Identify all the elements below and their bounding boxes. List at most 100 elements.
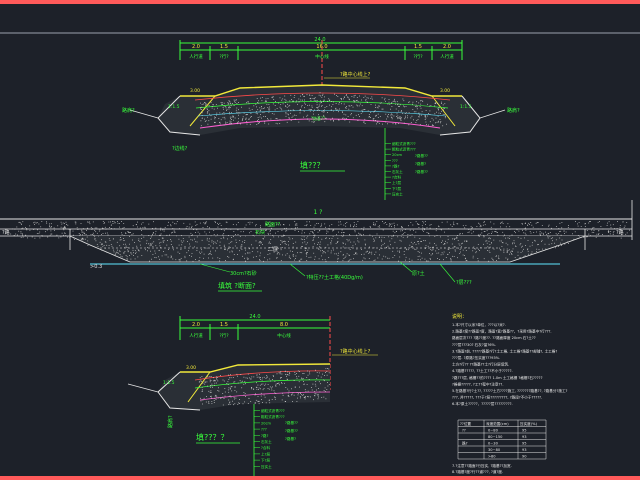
sec1-overall-dim: 24.0 xyxy=(314,37,325,43)
sec2-layer-callouts: 细粒式沥青???粗粒式沥青???20cm????路?石灰土?合料上?层下?层压实… xyxy=(254,408,298,469)
section2-layer-6: 石灰土 xyxy=(261,439,272,444)
sec1-dim-3: 16.0 xyxy=(316,44,327,50)
sec1-left-bottom-tag: ?边线? xyxy=(172,145,188,152)
profile-bottom-label-4: ?层??? xyxy=(456,280,472,286)
table-header-1: ??位置 xyxy=(460,421,471,426)
section1-layer-6: 石灰土 xyxy=(392,169,403,174)
profile-right-label: ?路 xyxy=(616,229,624,236)
table-cell-2-2: 80~150 xyxy=(488,435,503,439)
profile-bottom-label-2: ?特压??土工格(40Dg/m) xyxy=(306,274,363,281)
section1-layer-4: ??? xyxy=(392,159,398,163)
sec2-title: 填??？？ xyxy=(196,432,229,442)
sec2-dim-3: 8.0 xyxy=(280,322,288,328)
sec1-dim-2: 1.5 xyxy=(220,44,228,50)
section2-layer-note-3: ?路基? xyxy=(285,436,296,441)
note-line-8: 4.?路基?????, ??土工??不小于?????. xyxy=(452,368,513,373)
sec1-right-mark: 3.00 xyxy=(440,88,450,94)
section2-layer-7: ?合料 xyxy=(261,445,271,450)
table-cell-4-2: 30~80 xyxy=(488,448,501,452)
sec2-dim-1: 2.0 xyxy=(192,322,200,328)
section2-layer-4: ??? xyxy=(261,428,267,432)
section1-layer-9: 下?层 xyxy=(392,186,402,191)
note-line-11: 5.在路基?行?土??, ?????土方????施工, ???????路基??,… xyxy=(452,388,568,393)
table-cell-5-3: 90 xyxy=(522,454,527,458)
sec1-left-tag: 路肩? xyxy=(122,107,135,114)
section2-layer-9: 下?层 xyxy=(261,458,271,463)
table-cell-2-3: 93 xyxy=(522,435,527,439)
section1-layer-note-3: ?路基?? xyxy=(415,169,428,174)
cross-section-1: 24.0 2.0 1.5 16.0 1.5 2.0 人行道 ?行? 中心线 ?行… xyxy=(122,37,520,200)
sec1-dim-1: 2.0 xyxy=(192,44,200,50)
profile-center-label: 1 ? xyxy=(314,209,323,216)
longitudinal-profile: 1 ? 路面?? 石块 二层 ?路 ?路 >0.3 30cm?石砂 ?特压??土… xyxy=(0,200,633,292)
section2-layer-1: 细粒式沥青??? xyxy=(261,408,285,413)
sec1-slope-right: 1:1.5 xyxy=(460,104,472,110)
table-cell-1-1: ?? xyxy=(462,428,466,432)
section2-layer-3: 20cm xyxy=(261,421,272,425)
section1-layer-8: 上?层 xyxy=(392,180,402,185)
table-header-3: 压实度(%) xyxy=(520,421,538,426)
table-cell-5-2: >80 xyxy=(488,454,496,458)
section1-layer-3: 20cm xyxy=(392,153,403,157)
profile-mid-label: 石块 xyxy=(255,229,265,236)
table-cell-3-1: 路? xyxy=(462,440,468,445)
note-line-12: ???, 并?????, ???于?层?????????, ?路段?不小于???… xyxy=(452,395,542,400)
note-line-7: 土方?行?? ??路基??土?行分层填筑. xyxy=(452,362,509,367)
bottom-tab-bar xyxy=(0,476,640,480)
section2-layer-8: 上?层 xyxy=(261,451,271,456)
sec2-slope: 1:1.5 xyxy=(163,380,175,386)
sec1-top-right-label: ?路中心线上? xyxy=(340,71,371,78)
table-header-2: 深度范围(cm) xyxy=(486,421,509,426)
design-notes: 说明： 1.本?尺寸以米?单位，???以?米?. 2.路基?度??路面?度，路面?… xyxy=(452,313,568,474)
cross-section-2: 24.0 2.0 1.5 8.0 人行道 ?行? 中心线 ?路中心线上? 3.0… xyxy=(127,314,378,478)
sec1-subdim-4: ?行? xyxy=(413,53,423,60)
sec2-subdim-3: 中心线 xyxy=(277,332,291,339)
sec2-top-right-label: ?路中心线上? xyxy=(340,348,371,355)
sec2-left-mark: 3.00 xyxy=(186,365,196,371)
note-line-6: ???层. ?原路?压实度???93%. xyxy=(452,355,500,360)
note-line-4: ???层???30? 石灰?量?6%. xyxy=(452,342,496,347)
top-tab-bar xyxy=(0,0,640,4)
svg-text:?路基??: ?路基?? xyxy=(311,115,325,121)
sec1-subdim-5: 人行道 xyxy=(440,53,454,60)
table-cell-4-3: 93 xyxy=(522,448,527,452)
sec2-dim-2: 1.5 xyxy=(220,322,228,328)
section1-layer-7: ?合料 xyxy=(392,175,402,180)
profile-bottom-label-1: 30cm?石砂 xyxy=(230,270,257,277)
profile-top-label: 路面?? xyxy=(265,221,281,228)
section1-layer-5: ?路? xyxy=(392,163,400,168)
note-footer-1: 7.?注意??路面?行压实, ?路基??加宽. xyxy=(452,463,512,468)
sec2-left-tag: 路肩? xyxy=(167,415,174,428)
table-cell-1-2: 0~80 xyxy=(488,428,499,432)
section1-layer-2: 粗粒式沥青??? xyxy=(392,147,416,152)
section2-layer-10: 压实土 xyxy=(261,464,272,469)
profile-left-label: ?路 xyxy=(2,229,10,236)
note-line-13: 6.本?原土?????，?????层?????????. xyxy=(452,401,513,406)
sec2-subdim-2: ?行? xyxy=(219,332,229,339)
sec1-slope-left: 1:1.5 xyxy=(168,104,180,110)
profile-left-depth: >0.3 xyxy=(90,264,102,270)
table-cell-3-3: 95 xyxy=(522,441,527,445)
sec1-subdim-3: 中心线 xyxy=(315,53,329,60)
note-footer-2: 8.?路基?度?行??道???, ?道?度. xyxy=(452,469,503,474)
section1-layer-1: 细粒式沥青??? xyxy=(392,141,416,146)
table-cell-1-3: 95 xyxy=(522,428,527,432)
profile-lower-label: 二层 xyxy=(268,247,278,253)
note-line-1: 1.本?尺寸以米?单位，???以?米?. xyxy=(452,322,506,327)
notes-heading: 说明： xyxy=(452,313,467,320)
sec2-subdim-1: 人行道 xyxy=(189,332,203,339)
sec1-subdim-1: 人行道 xyxy=(189,53,203,60)
section2-layer-note-1: ?路基?? xyxy=(285,420,298,425)
section1-layer-note-2: ?路基? xyxy=(415,161,426,166)
section2-layer-note-2: ?路基?? xyxy=(285,428,298,433)
section2-layer-2: 粗粒式沥青??? xyxy=(261,414,285,419)
sec1-right-tag: 路肩? xyxy=(507,107,520,114)
sec1-dim-5: 2.0 xyxy=(443,44,451,50)
note-line-3: 路面层次??? ?路??度??. ??路面厚度 20cm 石?土?? xyxy=(452,335,536,340)
section1-layer-10: 压实土 xyxy=(392,191,403,196)
sec2-overall-dim: 24.0 xyxy=(249,314,260,320)
note-line-2: 2.路基?度??路面?度，路面?宽?路基??，?采用?路基中?行???. xyxy=(452,329,552,334)
